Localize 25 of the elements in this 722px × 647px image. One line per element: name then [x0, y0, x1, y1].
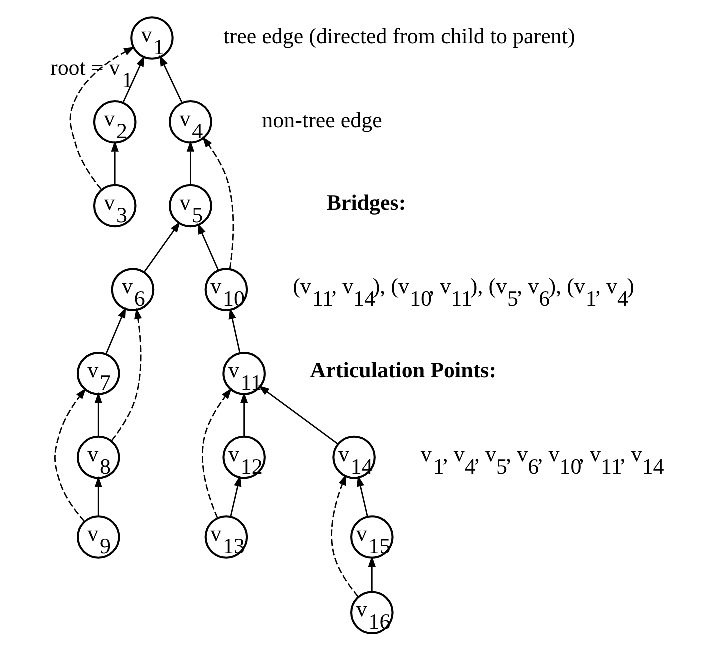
- arrow: [143, 222, 180, 273]
- arrow: [240, 392, 248, 437]
- arrow: [330, 474, 358, 598]
- arrow: [122, 56, 144, 104]
- label: Bridges:: [326, 190, 406, 215]
- arrow: [197, 223, 219, 271]
- arrow: [54, 388, 86, 522]
- arrow: [202, 388, 232, 519]
- arrow: [110, 308, 142, 442]
- label: Articulation Points:: [310, 358, 496, 383]
- arrow: [368, 556, 376, 592]
- arrow: [186, 140, 194, 185]
- arrow: [69, 46, 135, 190]
- arrow: [356, 476, 368, 517]
- arrow: [110, 140, 118, 185]
- arrow: [230, 476, 242, 517]
- arrow: [258, 386, 338, 445]
- arrow: [228, 308, 240, 354]
- arrow: [105, 307, 126, 355]
- arrow: [94, 476, 102, 516]
- arrow: [159, 55, 182, 104]
- legend-label: tree edge (directed from child to parent): [223, 23, 575, 48]
- arrow: [94, 392, 102, 437]
- legend-label: non-tree edge: [262, 107, 382, 132]
- arrow: [202, 136, 234, 270]
